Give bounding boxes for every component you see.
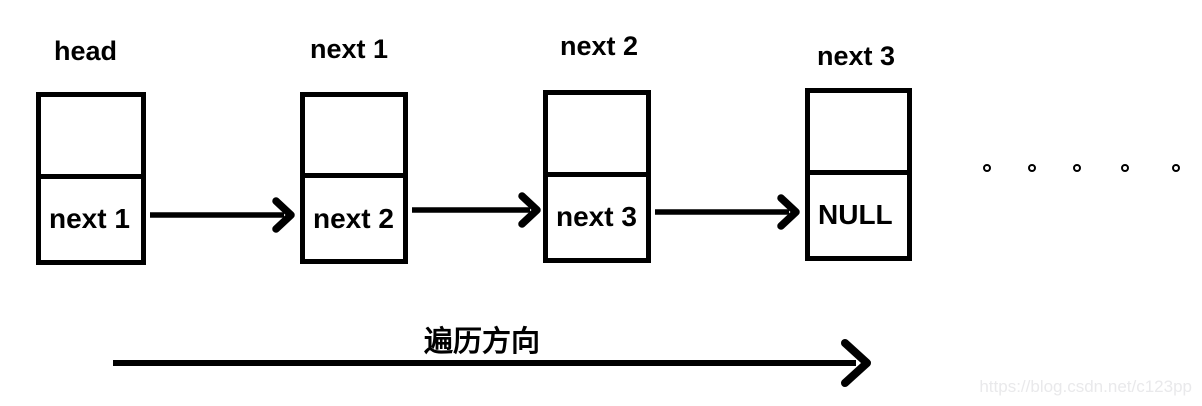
- node-pointer-text: next 3: [556, 201, 637, 233]
- ellipsis-dot: [1172, 164, 1180, 172]
- node-data-cell: [41, 97, 141, 179]
- arrow-next1-to-next2: [412, 192, 541, 228]
- ellipsis-dot: [1073, 164, 1081, 172]
- node-label-next2: next 2: [560, 31, 639, 61]
- watermark: https://blog.csdn.net/c123pp: [979, 377, 1192, 396]
- node-pointer-cell: next 1: [41, 179, 141, 261]
- list-node-head: next 1: [36, 92, 146, 265]
- node-pointer-text: NULL: [818, 199, 893, 231]
- ellipsis-dot: [983, 164, 991, 172]
- node-label-next3: next 3: [817, 41, 896, 71]
- node-pointer-cell: next 2: [305, 178, 403, 259]
- node-label-head: head: [54, 36, 118, 66]
- node-pointer-cell: NULL: [810, 175, 907, 257]
- list-node-next3: NULL: [805, 88, 912, 261]
- ellipsis-dot: [1121, 164, 1129, 172]
- arrow-next2-to-next3: [655, 194, 800, 230]
- node-label-next1: next 1: [310, 34, 389, 64]
- traversal-direction-label: 遍历方向: [424, 326, 541, 358]
- node-data-cell: [305, 97, 403, 178]
- list-node-next2: next 3: [543, 90, 651, 263]
- ellipsis-dot: [1028, 164, 1036, 172]
- node-data-cell: [810, 93, 907, 175]
- node-pointer-text: next 2: [313, 202, 394, 234]
- node-pointer-cell: next 3: [548, 177, 646, 259]
- node-pointer-text: next 1: [49, 203, 130, 235]
- traversal-direction-arrow: [113, 339, 871, 387]
- arrow-head-to-next1: [150, 197, 295, 233]
- node-data-cell: [548, 95, 646, 177]
- list-node-next1: next 2: [300, 92, 408, 264]
